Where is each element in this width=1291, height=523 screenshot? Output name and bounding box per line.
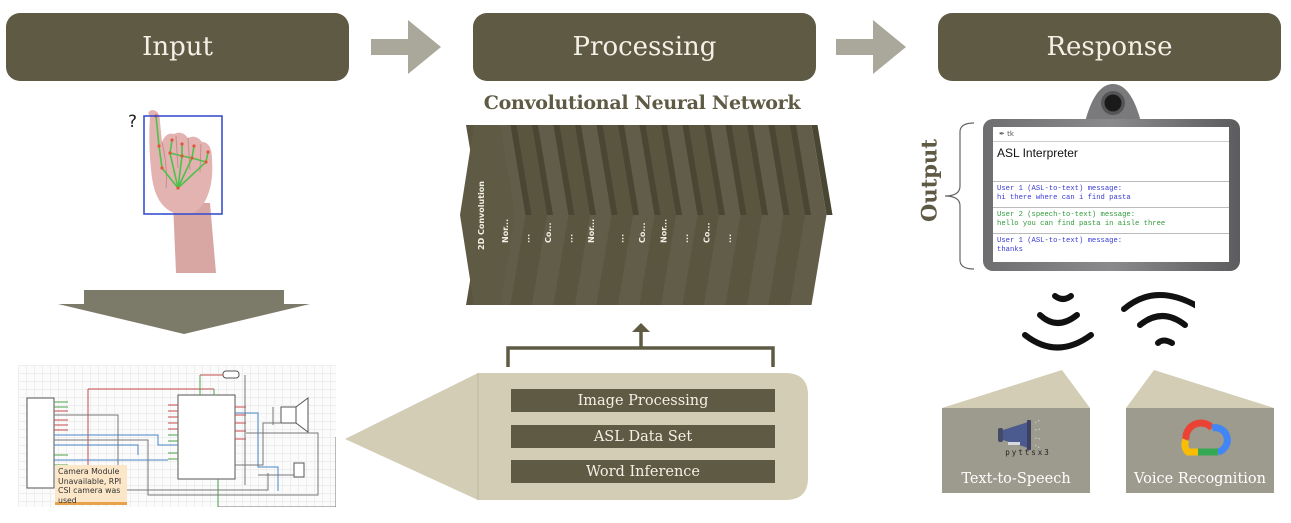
cnn-layer-label: ... — [566, 234, 575, 243]
cnn-layer-label: 2D Convolution — [477, 181, 486, 250]
mic-component — [293, 462, 305, 478]
cnn-layer-label: Co... — [703, 223, 712, 243]
raspberry-pi-component — [177, 394, 236, 480]
message-item: User 1 (ASL-to-text) message: hi there w… — [993, 182, 1229, 208]
pipeline-step-image-processing: Image Processing — [511, 389, 775, 412]
pipeline-step-word-inference: Word Inference — [511, 460, 775, 483]
message-body: hello you can find pasta in aisle three — [997, 220, 1166, 228]
pipeline-step-asl-data-set: ASL Data Set — [511, 425, 775, 448]
cnn-layer-label: Nor... — [587, 219, 596, 243]
cnn-layer-label: Co... — [544, 223, 553, 243]
message-body: hi there where can i find pasta — [997, 194, 1131, 202]
camera-lens-icon — [1104, 94, 1122, 112]
camera-note: Camera Module Unavailable, RPI CSI camer… — [55, 465, 127, 505]
pipeline-step-label: Image Processing — [577, 392, 709, 409]
cnn-layer — [460, 125, 515, 305]
cnn-layer-label: Nor... — [660, 219, 669, 243]
flow-arrow-right-icon — [371, 20, 441, 74]
message-header: User 1 (ASL-to-text) message: — [997, 185, 1123, 193]
cnn-layer-label: Nor... — [501, 219, 510, 243]
curly-brace-icon — [944, 122, 975, 270]
text-to-speech-card: Text-to-Speech — [942, 370, 1090, 493]
card-label: Voice Recognition — [1134, 471, 1266, 487]
stage-response-label: Response — [1046, 32, 1173, 62]
feather-icon: ✒ — [999, 130, 1005, 138]
card-label: Text-to-Speech — [961, 471, 1071, 487]
prediction-question-mark: ? — [128, 112, 138, 132]
speaker-waves-icon — [1022, 293, 1094, 351]
message-header: User 1 (ASL-to-text) message: — [997, 237, 1123, 245]
cnn-layer-label: Co... — [638, 223, 647, 243]
stage-processing-header: Processing — [473, 13, 816, 81]
pipeline-step-label: Word Inference — [585, 463, 701, 480]
stage-input-header: Input — [6, 13, 349, 81]
stage-response-header: Response — [938, 13, 1281, 81]
speaker-component — [280, 406, 297, 424]
pipeline-step-label: ASL Data Set — [593, 428, 693, 445]
asl-hand-sign-image — [143, 110, 223, 273]
switch-component — [222, 370, 240, 379]
message-body: thanks — [997, 246, 1023, 254]
message-item: User 2 (speech-to-text) message: hello y… — [993, 208, 1229, 234]
stage-input-label: Input — [142, 32, 213, 62]
cnn-layer-label: ... — [617, 234, 626, 243]
cnn-layer-label: ... — [724, 234, 733, 243]
asl-interpreter-window: ✒ tk ASL Interpreter User 1 (ASL-to-text… — [993, 127, 1229, 262]
lcd-component — [26, 397, 55, 489]
google-cloud-icon — [1181, 419, 1231, 456]
pyttsx3-logo-text: pyttsx3 — [1005, 448, 1051, 457]
message-header: User 2 (speech-to-text) message: — [997, 211, 1136, 219]
flow-arrow-down-icon — [58, 290, 310, 334]
megaphone-icon — [998, 419, 1042, 450]
window-title: tk — [1007, 130, 1014, 138]
cnn-layer-label: ... — [523, 234, 532, 243]
wifi-icon — [1121, 292, 1195, 346]
pipeline-to-cnn-arrow-icon — [506, 323, 775, 367]
cnn-layer-label: ... — [681, 234, 690, 243]
output-label: Output — [916, 139, 942, 222]
message-item: User 1 (ASL-to-text) message: thanks — [993, 234, 1229, 260]
app-heading: ASL Interpreter — [993, 142, 1229, 182]
cnn-title: Convolutional Neural Network — [483, 92, 801, 114]
stage-processing-label: Processing — [572, 32, 717, 62]
window-titlebar: ✒ tk — [993, 127, 1229, 142]
signal-icons — [1022, 292, 1195, 351]
voice-recognition-card: Voice Recognition — [1126, 370, 1274, 493]
flow-arrow-right-icon — [836, 20, 906, 74]
